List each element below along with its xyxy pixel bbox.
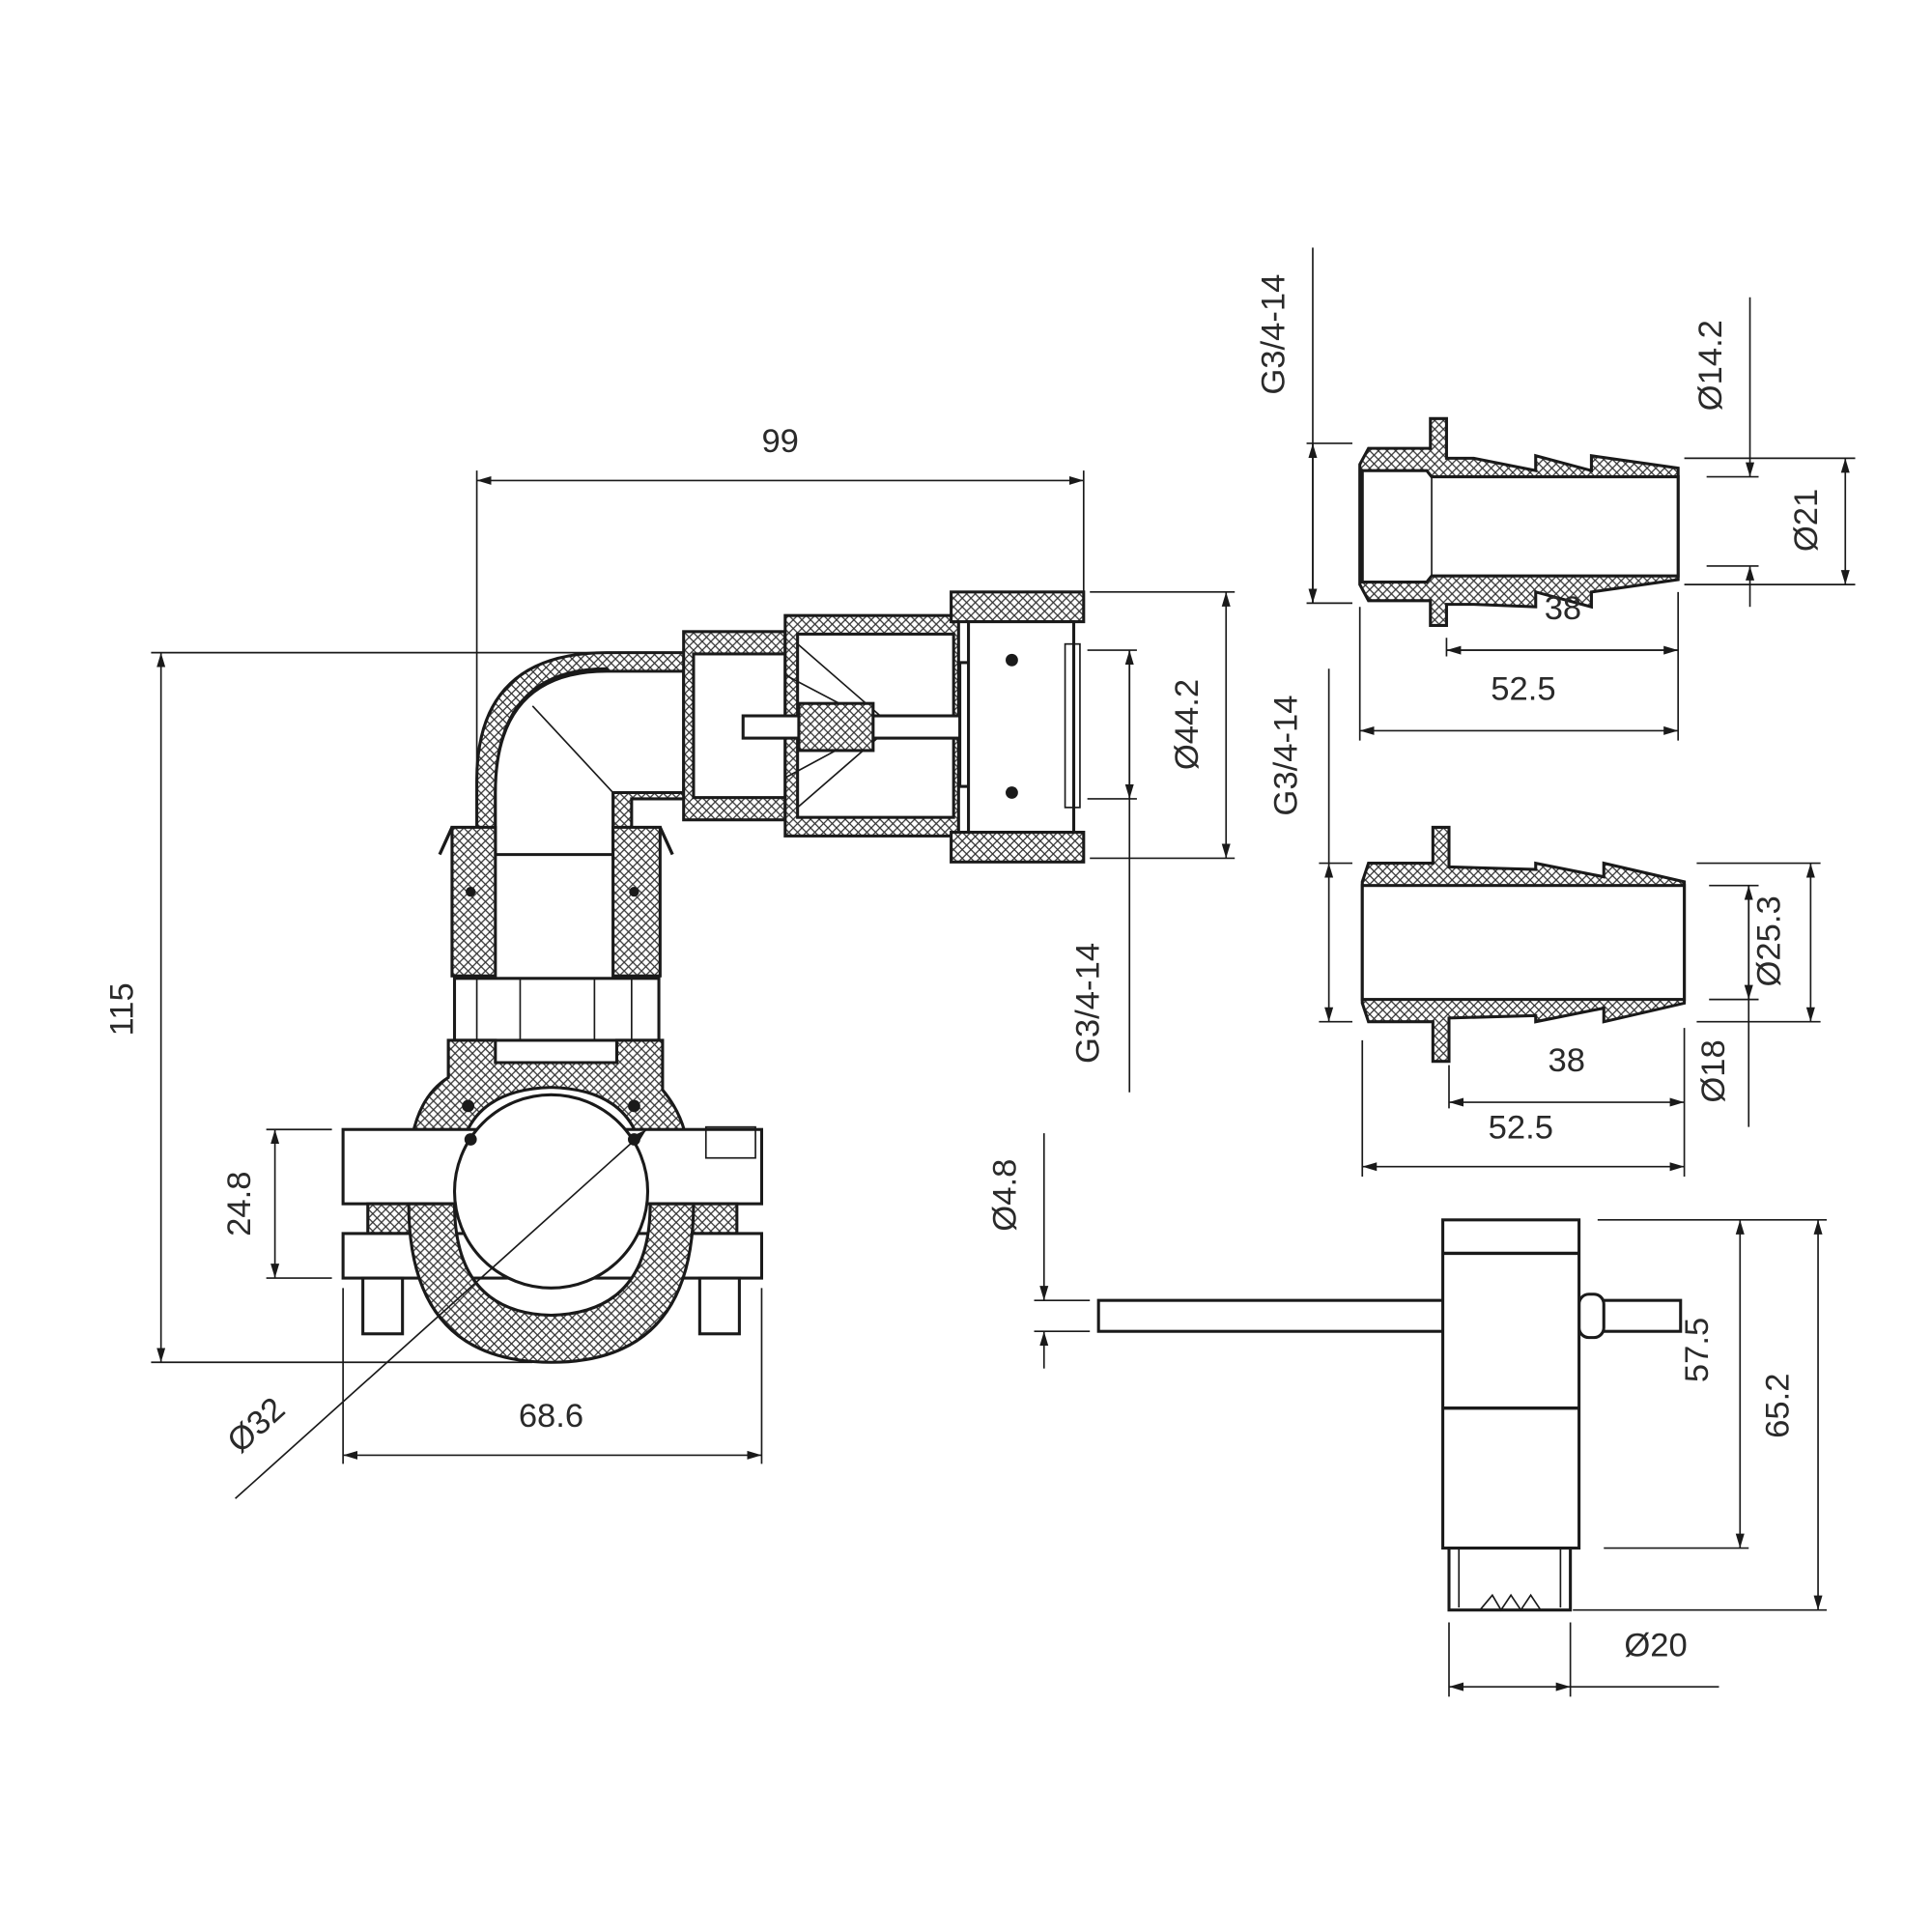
- dimension-cutter-diameter: Ø20: [1448, 1622, 1719, 1697]
- dimension-99: 99: [475, 423, 1085, 793]
- dimension-label-thread-small: G3/4-14: [1256, 274, 1293, 395]
- dimension-label-115: 115: [103, 982, 140, 1036]
- dimension-label-total-length-large: 52.5: [1489, 1109, 1553, 1146]
- dimension-label-outer-diameter-small: Ø21: [1788, 489, 1825, 552]
- dimension-nut-diameter: Ø44.2: [1090, 590, 1236, 860]
- valve-body: [682, 590, 1086, 864]
- tapping-key: Ø4.8 57.5 65.2 Ø20: [986, 1133, 1828, 1697]
- dimension-total-length-large: 52.5: [1361, 1039, 1685, 1177]
- dimension-label-cutter-diameter: Ø20: [1624, 1627, 1687, 1663]
- elbow-body: [475, 651, 690, 857]
- hose-tail-small: G3/4-14 Ø14.2 Ø21 38 52.5: [1256, 247, 1856, 741]
- dimension-label-thread-main: G3/4-14: [1069, 943, 1106, 1064]
- dimension-body-length: 57.5: [1597, 1218, 1828, 1549]
- dimension-inner-diameter-large: Ø18: [1695, 884, 1759, 1127]
- dimension-label-total-length-key: 65.2: [1759, 1373, 1796, 1437]
- dimension-total-length-key: 65.2: [1573, 1219, 1828, 1611]
- dimension-68-6: 68.6: [342, 1288, 763, 1464]
- dimension-barb-length-small: 38: [1445, 590, 1680, 741]
- dimension-label-thread-large: G3/4-14: [1267, 696, 1304, 816]
- pipe-saddle: [341, 886, 763, 1364]
- dimension-115: 115: [103, 651, 608, 1364]
- dimension-label-24-8: 24.8: [221, 1171, 258, 1236]
- dimension-thread-small: G3/4-14: [1256, 247, 1353, 605]
- saddle-riser: [407, 825, 691, 1179]
- dimension-total-length-small: 52.5: [1358, 607, 1679, 741]
- dimension-label-68-6: 68.6: [519, 1398, 583, 1435]
- dimension-24-8: 24.8: [221, 1128, 332, 1279]
- hose-tail-large: G3/4-14 Ø25.3 Ø18 38 52.5: [1267, 668, 1821, 1177]
- dimension-outer-diameter-large: Ø25.3: [1696, 862, 1821, 1023]
- dimension-label-total-length-small: 52.5: [1491, 671, 1555, 708]
- dimension-label-pipe-diameter: Ø32: [220, 1391, 292, 1461]
- dimension-label-inner-diameter-large: Ø18: [1695, 1039, 1732, 1102]
- dimension-label-body-length: 57.5: [1679, 1318, 1716, 1382]
- dimension-inner-diameter-small: Ø14.2: [1692, 297, 1759, 608]
- dimension-label-nut-diameter: Ø44.2: [1169, 679, 1206, 770]
- dimension-label-outer-diameter-large: Ø25.3: [1750, 895, 1787, 986]
- dimension-label-inner-diameter-small: Ø14.2: [1692, 320, 1729, 411]
- dimension-label-barb-length-small: 38: [1545, 590, 1582, 627]
- dimension-label-99: 99: [761, 423, 799, 460]
- dimension-label-rod-diameter: Ø4.8: [986, 1159, 1023, 1232]
- dimension-label-barb-length-large: 38: [1548, 1042, 1586, 1079]
- dimension-outer-diameter-small: Ø21: [1684, 457, 1856, 585]
- main-assembly: 99 115 24.8 Ø32 68.6 Ø44.2: [103, 423, 1236, 1499]
- dimension-thread-large: G3/4-14: [1267, 668, 1353, 1023]
- dimension-thread-main: G3/4-14: [1069, 649, 1137, 1093]
- dimension-rod-diameter: Ø4.8: [986, 1133, 1091, 1369]
- dimension-barb-length-large: 38: [1448, 1028, 1686, 1177]
